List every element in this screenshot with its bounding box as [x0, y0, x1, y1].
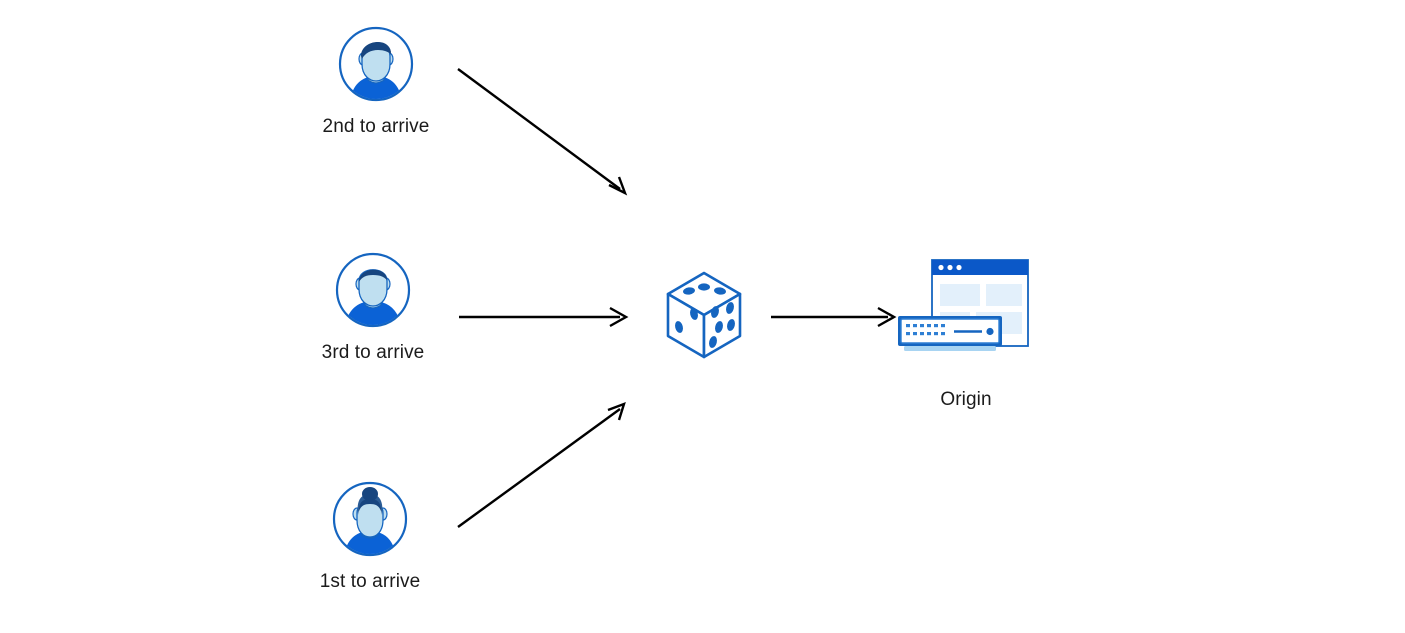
origin-node[interactable]: Origin — [888, 252, 1044, 412]
user-avatar-icon — [338, 26, 414, 102]
client-node-3rd[interactable]: 3rd to arrive — [293, 252, 453, 365]
dice-icon — [660, 265, 748, 370]
client-node-1st[interactable]: 1st to arrive — [290, 481, 450, 594]
arrow-3rd-to-dice — [459, 306, 629, 328]
arrow-1st-to-dice — [457, 402, 626, 528]
client-label-1st: 1st to arrive — [319, 571, 421, 592]
arrow-dice-to-origin — [771, 306, 897, 328]
origin-server-icon — [888, 252, 1044, 375]
client-label-2nd: 2nd to arrive — [322, 116, 430, 137]
origin-label: Origin — [940, 389, 992, 410]
arrow-2nd-to-dice — [457, 68, 628, 196]
load-balancer-node[interactable] — [660, 265, 748, 370]
user-avatar-icon — [335, 252, 411, 328]
server-appliance-icon — [898, 316, 1002, 351]
user-avatar-icon — [332, 481, 408, 557]
client-node-2nd[interactable]: 2nd to arrive — [296, 26, 456, 139]
client-label-3rd: 3rd to arrive — [321, 342, 425, 363]
